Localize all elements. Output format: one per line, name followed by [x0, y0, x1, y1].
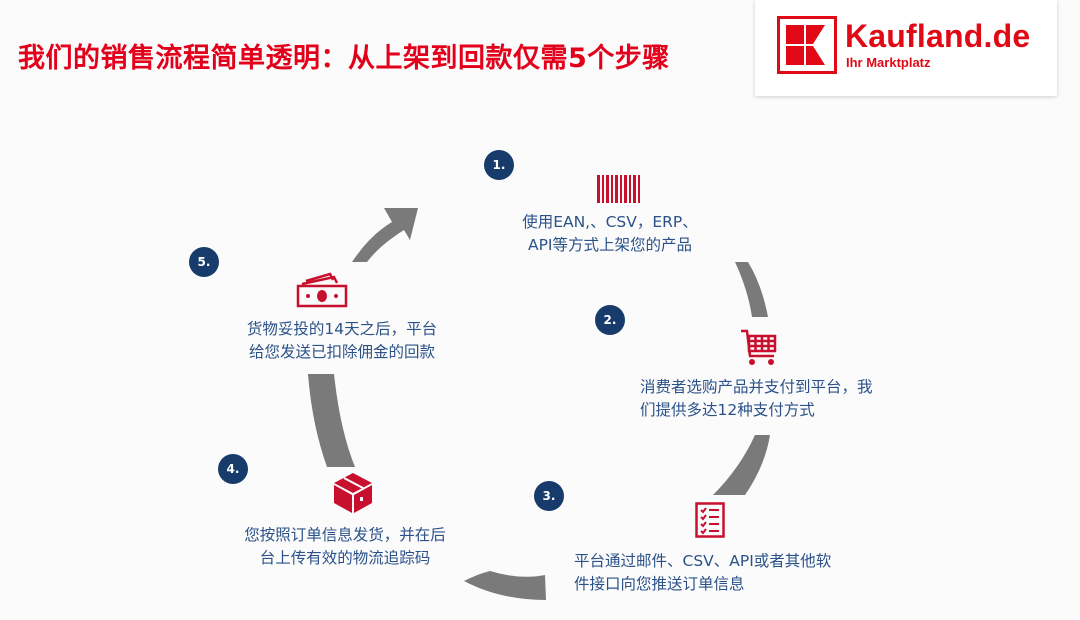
checklist-icon — [695, 502, 725, 538]
step-number-badge: 3. — [534, 481, 564, 511]
cycle-segment-4-5 — [308, 374, 355, 467]
step-number-badge: 1. — [484, 150, 514, 180]
kaufland-logo: Kaufland.de Ihr Marktplatz — [755, 0, 1057, 96]
barcode-icon — [597, 175, 640, 203]
banknotes-icon — [296, 272, 348, 308]
step-text-line: 台上传有效的物流追踪码 — [259, 549, 431, 567]
cycle-segment-1-2 — [735, 262, 768, 317]
step-text-line: 使用EAN,、CSV，ERP、 — [522, 213, 698, 231]
package-box-icon — [334, 473, 372, 513]
cycle-segment-3-4 — [464, 571, 546, 600]
step-number-badge: 4. — [218, 454, 248, 484]
step-text-line: API等方式上架您的产品 — [527, 236, 693, 254]
kaufland-k-logo-icon — [777, 16, 837, 74]
page-title: 我们的销售流程简单透明：从上架到回款仅需5个步骤 — [18, 43, 670, 74]
step-number-badge: 5. — [189, 247, 219, 277]
step-description: 货物妥投的14天之后，平台 给您发送已扣除佣金的回款 — [222, 318, 462, 364]
step-text-line: 给您发送已扣除佣金的回款 — [248, 343, 435, 361]
step-description: 您按照订单信息发货，并在后 台上传有效的物流追踪码 — [225, 524, 465, 570]
shopping-cart-icon — [741, 329, 777, 365]
step-description: 平台通过邮件、CSV、API或者其他软 件接口向您推送订单信息 — [574, 550, 864, 596]
step-description: 消费者选购产品并支付到平台，我 们提供多达12种支付方式 — [640, 376, 902, 422]
step-text-line: 平台通过邮件、CSV、API或者其他软 — [574, 552, 832, 570]
step-description: 使用EAN,、CSV，ERP、 API等方式上架您的产品 — [510, 211, 710, 257]
cycle-arrow-head — [352, 208, 418, 262]
brand-tagline: Ihr Marktplatz — [846, 55, 931, 70]
step-text-line: 件接口向您推送订单信息 — [574, 575, 745, 593]
step-text-line: 消费者选购产品并支付到平台，我 — [640, 378, 873, 396]
step-number-badge: 2. — [595, 305, 625, 335]
step-text-line: 货物妥投的14天之后，平台 — [246, 320, 438, 338]
brand-name: Kaufland.de — [845, 18, 1031, 54]
step-text-line: 们提供多达12种支付方式 — [640, 401, 815, 419]
step-text-line: 您按照订单信息发货，并在后 — [244, 526, 446, 544]
cycle-segment-2-3 — [713, 435, 770, 495]
